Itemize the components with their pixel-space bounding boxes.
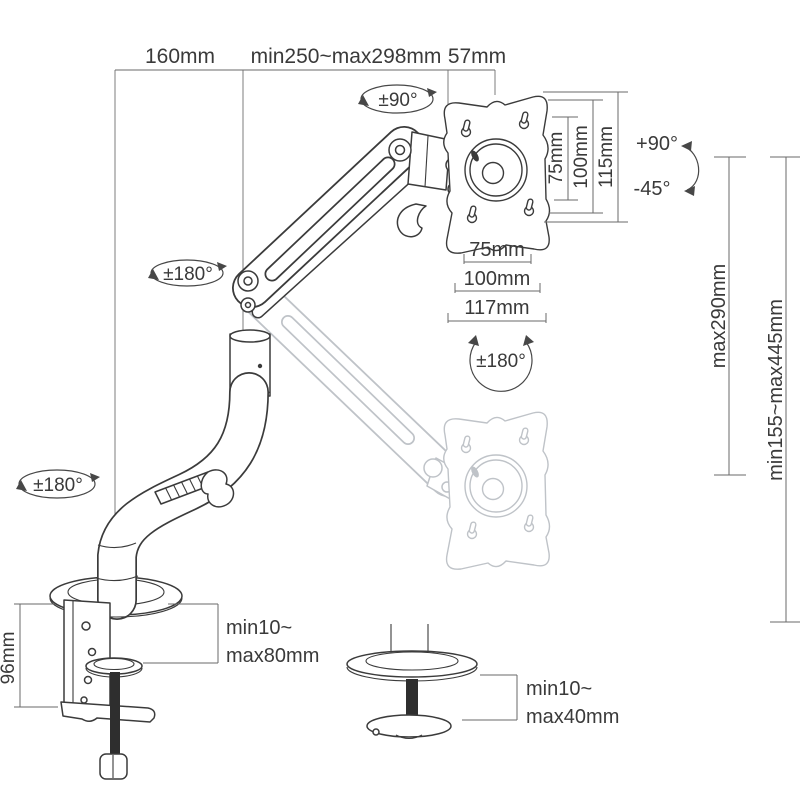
dim-vesa-h117: 117mm: [464, 297, 529, 319]
grommet-screw-rod: [406, 679, 418, 719]
dimension-annotations: 160mm min250~max298mm 57mm 75mm 100mm 11…: [0, 45, 800, 728]
dim-grommet-thickness-line2: max40mm: [526, 706, 619, 728]
tube-clamp-lever: [154, 469, 235, 508]
angle-head-swivel: ±90°: [378, 90, 417, 111]
rotation-head-swivel: ±90°: [358, 84, 437, 114]
head-lever-knob: [396, 203, 427, 238]
rotation-arm-swivel: ±180°: [148, 259, 227, 287]
dim-grommet-thickness-line1: min10~: [526, 678, 592, 700]
main-arm: [49, 95, 551, 780]
angle-arm-swivel: ±180°: [163, 264, 213, 285]
dim-vesa-v75: 75mm: [546, 132, 567, 185]
dim-vesa-v100: 100mm: [571, 125, 592, 188]
ghost-vesa-plate: [443, 411, 551, 570]
clamp-screw-rod: [110, 672, 120, 755]
angle-tilt-down: -45°: [634, 178, 671, 200]
grommet-mount-option: [346, 624, 478, 740]
dim-reach-rear: 160mm: [145, 45, 215, 68]
dim-desk-thickness-line1: min10~: [226, 617, 292, 639]
dim-reach-front: min250~max298mm: [251, 45, 442, 68]
dim-desk-thickness-line2: max80mm: [226, 645, 319, 667]
dim-vesa-v115: 115mm: [596, 126, 617, 188]
angle-vesa-rotation: ±180°: [476, 351, 526, 372]
dim-height-upper: max290mm: [708, 264, 730, 368]
ghost-arm-lowered-position: [243, 281, 551, 570]
tilt-arrow: [681, 141, 700, 196]
vesa-plate: [443, 95, 551, 254]
dim-clamp-bracket-height: 96mm: [0, 632, 19, 685]
angle-tilt-up: +90°: [636, 133, 678, 155]
rotation-vesa: ±180°: [468, 335, 534, 392]
rotation-base-swivel: ±180°: [16, 469, 100, 499]
desk-clamp-bracket: [60, 599, 156, 780]
dim-vesa-h100: 100mm: [464, 268, 531, 290]
dim-vesa-h75: 75mm: [469, 239, 525, 261]
upper-arm-beam: [232, 126, 424, 313]
dim-height-full: min155~max445mm: [765, 299, 787, 481]
dim-head-offset: 57mm: [448, 45, 506, 68]
angle-base-swivel: ±180°: [33, 475, 83, 496]
